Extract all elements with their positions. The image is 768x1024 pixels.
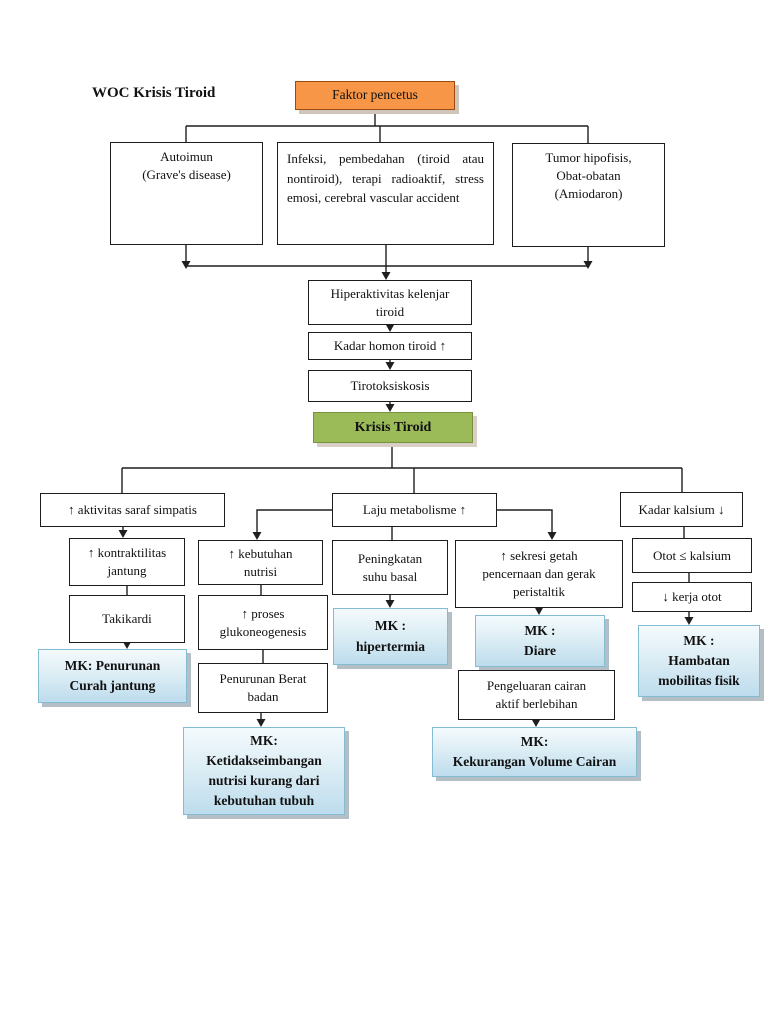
node-infeksi: Infeksi, pembedahan (tiroid atau nontiro… — [277, 142, 494, 245]
node-sekresi-getah-pencernaan: ↑ sekresi getah pencernaan dan gerak per… — [455, 540, 623, 608]
node-kontraktilitas-jantung: ↑ kontraktilitas jantung — [69, 538, 185, 586]
node-aktivitas-saraf-simpatis: ↑ aktivitas saraf simpatis — [40, 493, 225, 527]
node-autoimun: Autoimun (Grave's disease) — [110, 142, 263, 245]
node-kadar-hormon-tiroid: Kadar homon tiroid ↑ — [308, 332, 472, 360]
node-faktor-pencetus: Faktor pencetus — [295, 81, 455, 110]
node-mk-hambatan-mobilitas-fisik: MK : Hambatan mobilitas fisik — [638, 625, 760, 697]
node-kebutuhan-nutrisi: ↑ kebutuhan nutrisi — [198, 540, 323, 585]
node-peningkatan-suhu-basal: Peningkatan suhu basal — [332, 540, 448, 595]
node-hiperaktivitas-kelenjar-tiroid: Hiperaktivitas kelenjar tiroid — [308, 280, 472, 325]
node-laju-metabolisme: Laju metabolisme ↑ — [332, 493, 497, 527]
node-krisis-tiroid: Krisis Tiroid — [313, 412, 473, 443]
node-kadar-kalsium: Kadar kalsium ↓ — [620, 492, 743, 527]
node-kerja-otot: ↓ kerja otot — [632, 582, 752, 612]
node-tumor-hipofisis: Tumor hipofisis, Obat-obatan (Amiodaron) — [512, 143, 665, 247]
node-mk-ketidakseimbangan-nutrisi: MK: Ketidakseimbangan nutrisi kurang dar… — [183, 727, 345, 815]
node-mk-diare: MK : Diare — [475, 615, 605, 667]
node-mk-penurunan-curah-jantung: MK: Penurunan Curah jantung — [38, 649, 187, 703]
node-tirotoksiskosis: Tirotoksiskosis — [308, 370, 472, 402]
node-pengeluaran-cairan-aktif: Pengeluaran cairan aktif berlebihan — [458, 670, 615, 720]
node-otot-kalsium: Otot ≤ kalsium — [632, 538, 752, 573]
node-mk-hipertermia: MK : hipertermia — [333, 608, 448, 665]
node-penurunan-berat-badan: Penurunan Berat badan — [198, 663, 328, 713]
node-mk-kekurangan-volume-cairan: MK: Kekurangan Volume Cairan — [432, 727, 637, 777]
node-takikardi: Takikardi — [69, 595, 185, 643]
page-title: WOC Krisis Tiroid — [92, 85, 216, 101]
node-proses-glukoneogenesis: ↑ proses glukoneogenesis — [198, 595, 328, 650]
